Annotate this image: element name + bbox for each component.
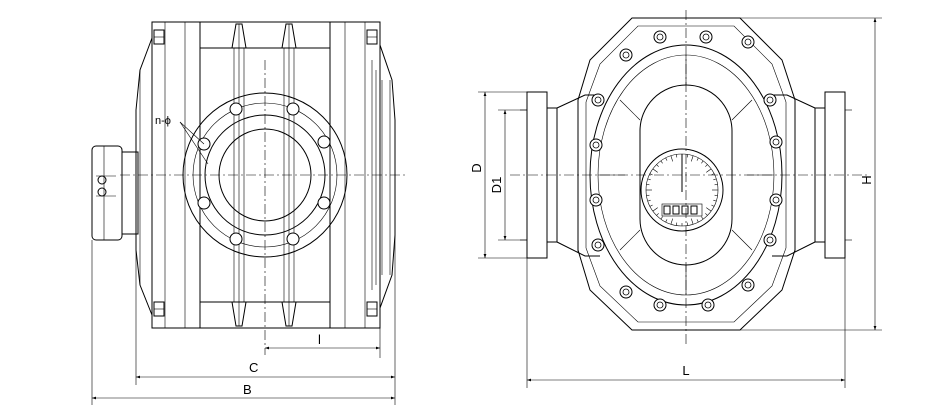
dial-tick — [705, 164, 708, 167]
dial-tick — [701, 216, 704, 220]
dial-tick — [656, 164, 659, 167]
side-view — [91, 21, 405, 355]
label-n-phi: n-ϕ — [155, 115, 171, 127]
front-view — [510, 10, 870, 345]
dial-tick — [647, 199, 651, 202]
dial-tick — [665, 219, 668, 223]
dial-ticks — [646, 154, 718, 226]
dim-C — [135, 235, 396, 385]
dim-H — [740, 17, 882, 331]
dial-tick — [649, 204, 653, 207]
dial-tick — [706, 168, 712, 173]
dial-tick — [706, 207, 712, 212]
dial-tick — [665, 157, 668, 161]
flange-bolts — [197, 102, 331, 246]
dial-tick — [649, 173, 653, 176]
dial-tick — [713, 178, 717, 181]
dial-tick — [647, 178, 651, 181]
dial-tick — [690, 155, 694, 162]
dial-tick — [652, 168, 658, 173]
housing-bolts — [589, 30, 783, 312]
dial-tick — [670, 218, 674, 225]
dial-tick — [656, 213, 659, 216]
dial-tick — [690, 218, 694, 225]
dim-B — [91, 240, 396, 405]
label-C: C — [249, 360, 258, 375]
dial-tick — [696, 219, 699, 223]
dial-tick — [711, 204, 715, 207]
label-l: l — [318, 332, 321, 347]
dial-tick — [696, 157, 699, 161]
dim-D — [478, 91, 527, 259]
dial-tick — [660, 160, 663, 164]
label-L: L — [682, 363, 689, 378]
dial-tick — [705, 213, 708, 216]
dim-L — [526, 258, 846, 388]
label-D1: D1 — [489, 177, 504, 194]
dial-tick — [660, 216, 663, 220]
dial-tick — [652, 207, 658, 212]
label-D: D — [469, 163, 484, 172]
dial-tick — [713, 199, 717, 202]
dim-D1 — [498, 109, 527, 241]
dial-tick — [701, 160, 704, 164]
dial-tick — [670, 155, 674, 162]
label-H: H — [859, 175, 874, 184]
label-B: B — [243, 382, 252, 397]
dim-l — [265, 328, 381, 358]
